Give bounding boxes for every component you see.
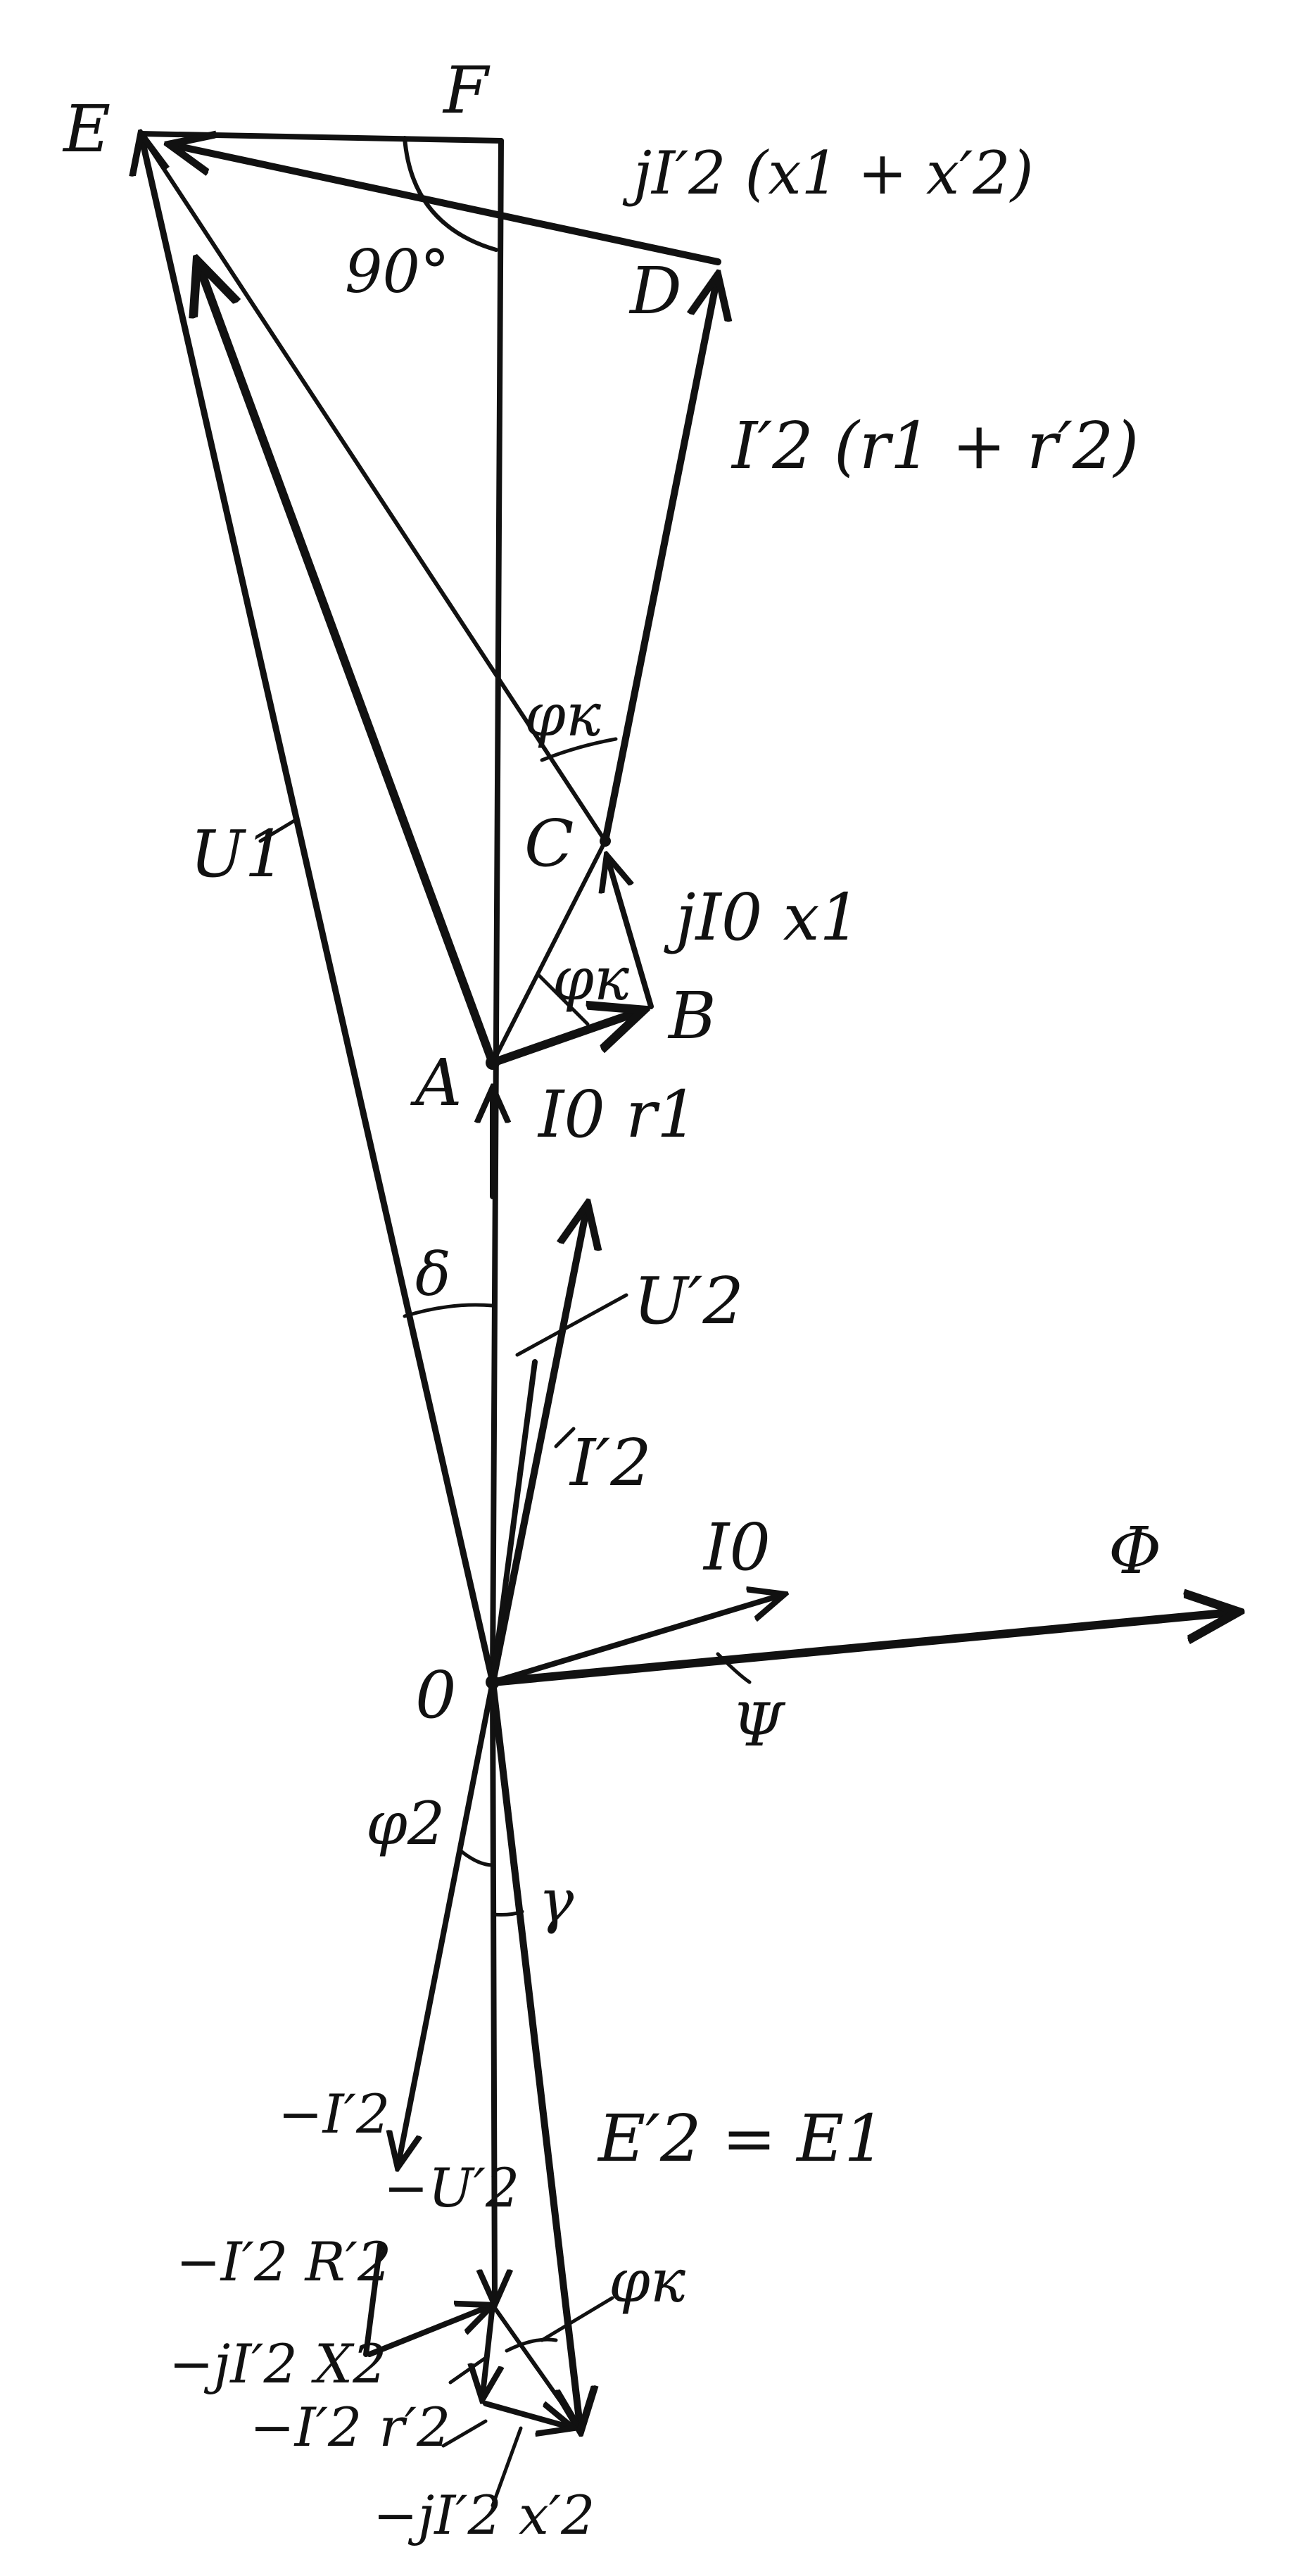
- label-jI0-x1: jI0 x1: [664, 880, 861, 955]
- leader-I2-label: [554, 1427, 576, 1448]
- line-CE: [139, 132, 607, 843]
- label-A: A: [410, 1045, 462, 1120]
- gamma-arc: [491, 1909, 524, 1917]
- leader-U2: [515, 1293, 628, 1357]
- phi2-arc: [459, 1849, 495, 1867]
- line-AC: [491, 839, 607, 1065]
- vector-neg-U2: [493, 1679, 495, 2305]
- label-psi: Ψ: [732, 1691, 786, 1760]
- psi-arc: [716, 1652, 752, 1684]
- leader-r2: [441, 2419, 488, 2448]
- right-angle-arc: [403, 136, 498, 252]
- label-I0: I0: [702, 1510, 771, 1585]
- label-F: F: [442, 53, 491, 128]
- vertical-axis-OF: [490, 138, 504, 1685]
- vector-Phi: [488, 1612, 1239, 1686]
- vector-AE: [197, 260, 497, 1067]
- vector-neg-I2: [398, 1679, 495, 2168]
- vector-neg-jI2-X2: [482, 2302, 493, 2400]
- label-phi-2: φ2: [366, 1789, 445, 1858]
- vector-U1: [141, 134, 496, 1686]
- label-neg-jI2-X2: −jI′2 X2: [169, 2332, 387, 2395]
- leader-x2: [448, 2356, 488, 2385]
- vector-neg-jI2-x2: [491, 2303, 579, 2427]
- vector-jI2-xsum: [169, 144, 721, 265]
- label-delta: δ: [415, 1240, 451, 1309]
- label-Phi: Φ: [1108, 1513, 1161, 1589]
- label-jI2-xsum: jI′2 (x1 + x′2): [622, 139, 1033, 208]
- label-phi-k-upper: φк: [524, 681, 602, 750]
- vector-U2-prime: [489, 1204, 588, 1686]
- delta-arc: [403, 1303, 495, 1318]
- label-I0-r1: I0 r1: [537, 1077, 698, 1152]
- vector-I2-rsum: [602, 274, 718, 845]
- vector-I0-r1: [488, 1010, 644, 1067]
- leader-U1: [258, 818, 298, 843]
- point-A-dot: [486, 1056, 500, 1070]
- label-neg-U2: −U′2: [384, 2157, 519, 2219]
- label-neg-I2-r2: −I′2 r′2: [250, 2396, 450, 2458]
- line-EF: [138, 131, 504, 144]
- vector-neg-I2-R2: [363, 2242, 383, 2357]
- phi-k-arc-mid: [536, 973, 590, 1026]
- label-B: B: [667, 978, 716, 1054]
- label-U1: U1: [190, 816, 286, 892]
- leader-x2p: [491, 2426, 523, 2508]
- label-phi-k-mid: φк: [552, 945, 630, 1014]
- phi-k-arc-upper: [540, 737, 618, 762]
- label-E: E: [62, 91, 110, 167]
- label-neg-I2-R2: −I′2 R′2: [176, 2230, 391, 2293]
- label-D: D: [628, 253, 682, 329]
- vector-neg-I2-R2-b: [367, 2305, 493, 2357]
- label-right-angle: 90°: [345, 237, 450, 306]
- label-neg-I2: −I′2: [278, 2083, 390, 2145]
- label-gamma: γ: [538, 1867, 574, 1936]
- label-I2-prime: I′2: [569, 1425, 652, 1501]
- label-phi-k-lower: φк: [609, 2247, 686, 2316]
- vector-E2-E1: [489, 1679, 581, 2432]
- vector-jI0-x1: [607, 855, 654, 1009]
- label-O: 0: [415, 1658, 457, 1733]
- label-E2-E1: E′2 = E1: [597, 2101, 885, 2176]
- label-neg-jI2-x2: −jI′2 x′2: [373, 2484, 595, 2546]
- phi-k-arc-lower: [505, 2337, 558, 2353]
- label-I2-rsum: I′2 (r1 + r′2): [731, 408, 1139, 484]
- point-O-dot: [486, 1675, 500, 1689]
- leader-phi-k-lower: [540, 2296, 614, 2342]
- point-C-dot: [600, 835, 611, 847]
- label-C: C: [524, 806, 574, 881]
- label-U2-prime: U′2: [633, 1263, 744, 1339]
- vector-neg-I2-r2: [483, 2401, 574, 2428]
- vector-I2-prime: [490, 1359, 538, 1685]
- vector-I0: [490, 1594, 785, 1685]
